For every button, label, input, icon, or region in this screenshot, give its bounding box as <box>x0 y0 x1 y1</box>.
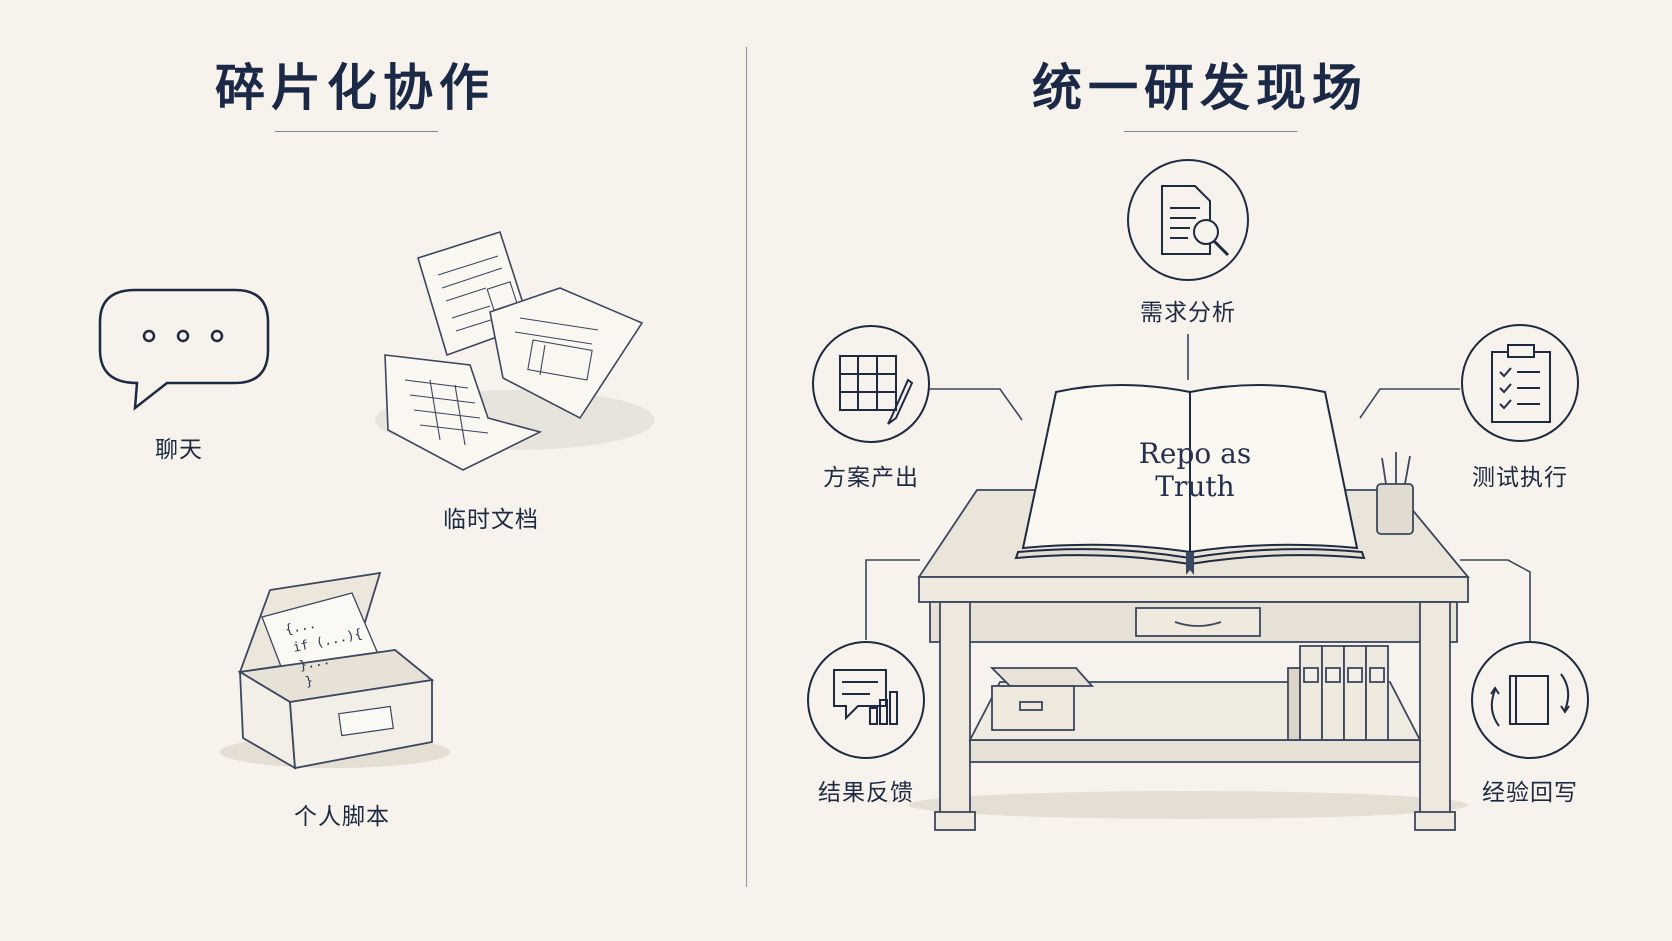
panel-divider <box>746 47 747 887</box>
book-title-repo-as-truth: Repo as Truth <box>1138 437 1252 503</box>
script-line-1: {... <box>284 617 318 638</box>
label-personal-scripts: 个人脚本 <box>294 804 390 830</box>
grid-pencil-icon <box>812 325 930 443</box>
open-book-icon <box>1014 384 1366 575</box>
script-code-lines: {... if (...){ }... } <box>284 617 364 690</box>
right-title-underline <box>1124 131 1297 132</box>
label-writeback: 经验回写 <box>1482 780 1578 806</box>
message-chart-icon <box>807 641 925 759</box>
label-requirements: 需求分析 <box>1140 300 1236 326</box>
label-temp-docs: 临时文档 <box>443 507 539 533</box>
clipboard-checklist-icon <box>1461 324 1579 442</box>
script-line-3: }... <box>298 653 332 674</box>
document-search-icon <box>1127 159 1249 281</box>
left-panel-title: 碎片化协作 <box>215 58 495 117</box>
right-panel-title: 统一研发现场 <box>1032 58 1368 117</box>
scattered-papers-icon <box>375 230 655 471</box>
open-box-icon <box>220 571 450 770</box>
left-title-underline <box>275 131 438 132</box>
connector-lines <box>865 334 1531 642</box>
label-testing: 测试执行 <box>1472 465 1568 491</box>
script-line-4: } <box>304 674 315 690</box>
speech-bubble-icon <box>98 288 270 411</box>
label-chat: 聊天 <box>155 437 203 463</box>
label-solution: 方案产出 <box>823 465 919 491</box>
label-feedback: 结果反馈 <box>818 780 914 806</box>
book-cycle-icon <box>1471 641 1589 759</box>
